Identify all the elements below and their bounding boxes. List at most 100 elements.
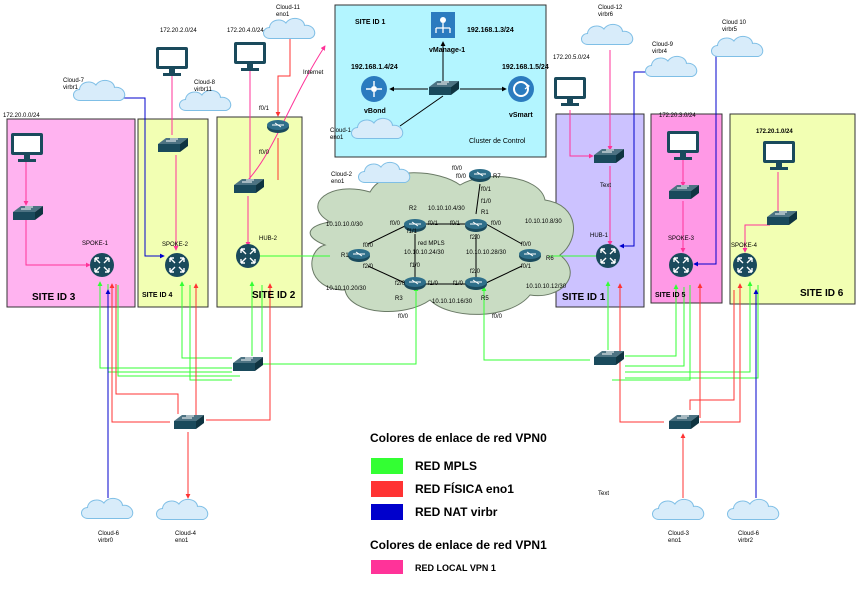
vmanage-icon[interactable] [431,12,455,38]
cloud2-label: Cloud-2 [331,172,353,178]
cloud11-label: Cloud-11 [276,5,301,11]
site-6-label: SITE ID 6 [800,288,844,299]
spoke3-label: SPOKE-3 [668,236,695,242]
monitor-icon [554,77,586,106]
legend-mpls-label: RED MPLS [415,459,477,473]
mpls-link-6: 10.10.10.16/30 [432,299,473,305]
cloud4-iface: eno1 [175,538,189,544]
r7-router-icon[interactable] [468,168,492,183]
link-r1-r3 [367,265,406,284]
spoke4-label: SPOKE-4 [731,243,758,249]
spoke3-router-icon[interactable] [668,252,694,278]
cloud8-iface: virbr11 [194,87,213,93]
cloud1-label: Cloud-1 [330,128,352,134]
cloud-icon[interactable] [263,17,316,40]
iface-label: f0/0 [452,166,463,172]
cloud6r-label: Cloud-6 [738,531,760,537]
iface-label: f0/0 [259,150,270,156]
cloud-icon[interactable] [711,35,764,58]
subnet-site3: 172.20.0.0/24 [3,113,40,119]
vmanage-label: vManage-1 [429,47,465,54]
link-r-hub1 [617,283,664,423]
router-icon[interactable] [266,119,290,134]
cloud6l-iface: virbr0 [98,538,114,544]
link-g-spoke3c [612,285,691,381]
r3-label: R3 [395,296,403,302]
r2-label: R2 [409,206,417,212]
legend-mpls-swatch [371,458,403,474]
mpls-link-2: 10.10.10.8/30 [525,219,562,225]
iface-label: f0/1 [481,187,492,193]
subnet-site4: 172.20.2.0/24 [160,28,197,34]
iface-label: f1/1 [407,229,418,235]
iface-label: f2/0 [470,269,481,275]
vbond-icon[interactable] [361,76,387,102]
cloud9-label: Cloud-9 [652,42,674,48]
subnet-site5: 172.20.3.0/24 [659,113,696,119]
r1-router-icon[interactable] [347,248,371,263]
site-1-area [555,113,645,308]
mpls-link-0: 10.10.10.0/30 [326,222,363,228]
iface-label: f1/0 [481,199,492,205]
legend-vpn0-title: Colores de enlace de red VPN0 [370,431,547,445]
link-s6-sw [742,224,770,253]
link-r1-r2 [367,225,406,245]
text-label-1: Text [600,183,611,189]
link-r1b-r7 [475,183,481,215]
cloud6r-iface: virbr2 [738,538,754,544]
hub2-router-icon[interactable] [235,243,261,269]
link-s3-sw-spoke1 [25,220,91,268]
iface-label: f1/0 [453,281,464,287]
site-2-label: SITE ID 2 [252,290,296,301]
link-r-spoke4b [689,290,735,410]
cloud-icon[interactable] [645,55,698,77]
spoke2-label: SPOKE-2 [162,242,189,248]
cloud10-label: Cloud 10 [722,20,747,26]
iface-label: f0/1 [450,221,461,227]
mpls-link-7: 10.10.10.12/30 [526,284,567,290]
vbond-label: vBond [364,108,386,115]
spoke2-router-icon[interactable] [164,252,190,278]
cloud3-label: Cloud-3 [668,531,690,537]
iface-label: f0/0 [456,174,467,180]
hub2-label: HUB-2 [259,236,278,242]
internet-label: Internet [303,70,324,76]
cloud11-iface: eno1 [276,12,290,18]
link-g-spoke4 [625,281,753,373]
mpls-left-switch-icon[interactable] [232,356,264,372]
iface-label: f0/1 [428,221,439,227]
cloud-icon[interactable] [81,497,134,519]
iface-label: f0/0 [398,314,409,320]
iface-label: f0/0 [390,221,401,227]
r3-router-icon[interactable] [403,276,427,291]
site-3-label: SITE ID 3 [32,292,76,303]
eno-left-switch-icon[interactable] [173,414,205,430]
r5-router-icon[interactable] [464,276,488,291]
cloud-icon[interactable] [652,498,705,520]
cloud-icon[interactable] [581,23,634,46]
link-g-spoke2c [189,285,232,381]
vsmart-label: vSmart [509,112,533,119]
iface-label: f1/0 [428,281,439,287]
spoke1-router-icon[interactable] [89,252,115,278]
iface-label: f1/0 [410,263,421,269]
r1b-router-icon[interactable] [464,218,488,233]
site-5-label: SITE ID 5 [655,292,685,299]
eno-right-switch-icon[interactable] [668,414,700,430]
r6-router-icon[interactable] [518,248,542,263]
iface-label: f2/0 [395,281,406,287]
cloud-icon[interactable] [156,498,209,520]
link-cloud10 [693,55,717,267]
subnet-site6: 172.20.1.0/24 [756,129,793,135]
cloud-icon[interactable] [358,161,411,183]
hub1-label: HUB-1 [590,233,609,239]
cloud-icon[interactable] [179,89,232,111]
link-g-spoke2 [179,281,232,359]
r7-label: R7 [493,174,501,180]
cloud-icon[interactable] [727,498,780,520]
vsmart-icon[interactable] [508,76,534,102]
hub1-router-icon[interactable] [595,243,621,269]
link-g-spoke3b [625,287,685,367]
spoke4-router-icon[interactable] [732,252,758,278]
legend-physical-swatch [371,481,403,497]
